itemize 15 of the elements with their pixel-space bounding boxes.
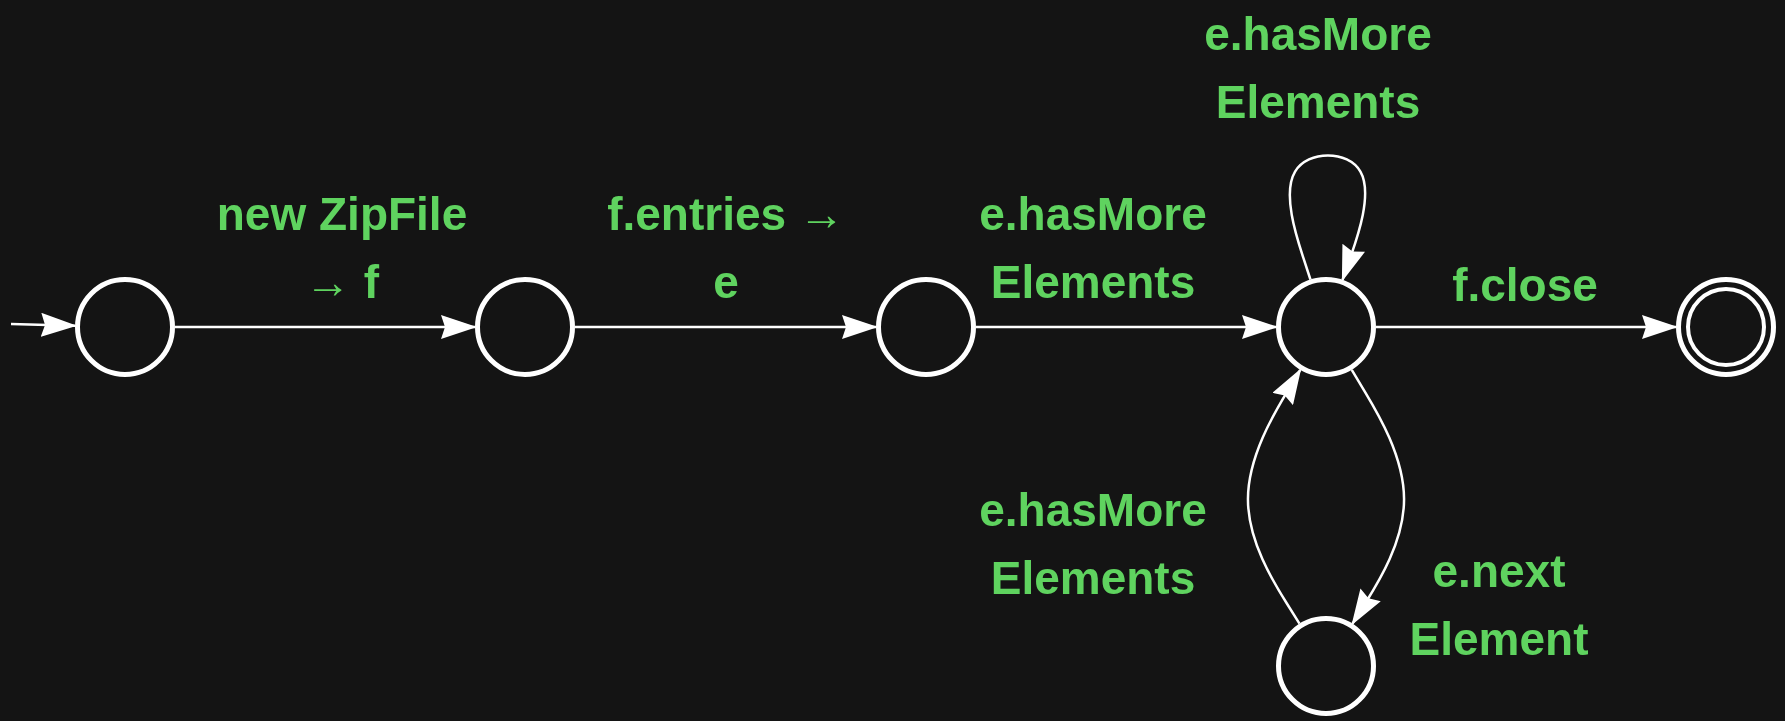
arrow — [10, 312, 77, 337]
arrow — [575, 315, 878, 339]
arrow — [1246, 368, 1302, 625]
arrow — [1376, 315, 1678, 339]
edge-label: new ZipFile → f — [215, 187, 469, 310]
edge-label: e.hasMore Elements — [978, 483, 1208, 606]
edge-label: f.entries → e — [606, 187, 846, 310]
arrow — [976, 315, 1278, 339]
edge-label: e.next Element — [1408, 544, 1590, 667]
arrow — [175, 315, 477, 339]
edge-label: f.close — [1451, 258, 1599, 313]
arrow — [1350, 369, 1406, 626]
edge-label: e.hasMore Elements — [978, 187, 1208, 310]
edge-label: e.hasMore Elements — [1203, 7, 1433, 130]
arrow — [1288, 154, 1367, 282]
